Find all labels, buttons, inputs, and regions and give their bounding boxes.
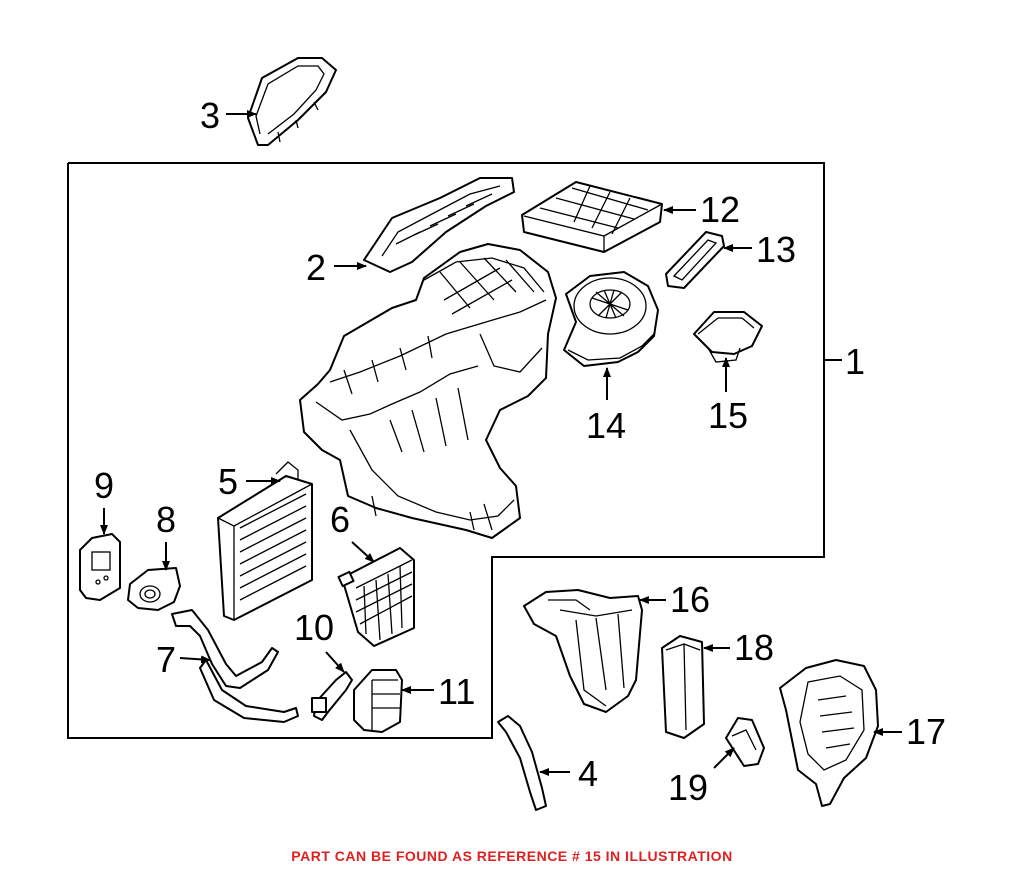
callout-4: 4 <box>578 753 598 794</box>
part-7-hose <box>171 609 299 723</box>
callout-8: 8 <box>156 499 176 540</box>
part-10-sensor <box>311 671 353 721</box>
part-12-filter <box>521 181 663 253</box>
callout-13: 13 <box>756 229 796 270</box>
callout-5: 5 <box>218 461 238 502</box>
assembly-frame <box>67 162 825 739</box>
callout-1: 1 <box>845 341 865 382</box>
part-15-resistor <box>693 311 763 363</box>
callout-18: 18 <box>734 627 774 668</box>
part-8-actuator <box>127 567 181 611</box>
callout-11: 11 <box>438 671 475 712</box>
part-9-control-unit <box>79 533 121 601</box>
part-16-rear-housing <box>523 589 643 713</box>
part-5-evaporator <box>217 461 313 621</box>
part-2-duct <box>363 177 515 273</box>
part-13-small-filter <box>665 231 725 289</box>
callout-10: 10 <box>294 607 334 648</box>
callout-7: 7 <box>156 639 176 680</box>
callout-12: 12 <box>700 189 740 230</box>
part-11-module <box>353 669 403 733</box>
callout-19: 19 <box>668 767 708 808</box>
reference-caption: PART CAN BE FOUND AS REFERENCE # 15 IN I… <box>291 848 733 864</box>
part-1-hvac-housing <box>299 243 557 539</box>
part-17-rear-blower <box>779 659 879 807</box>
part-18-rear-filter <box>661 635 705 739</box>
callout-14: 14 <box>586 405 626 446</box>
callout-6: 6 <box>330 499 350 540</box>
callout-2: 2 <box>306 247 326 288</box>
callout-16: 16 <box>670 579 710 620</box>
callout-15: 15 <box>708 395 748 436</box>
part-14-blower-motor <box>563 271 659 367</box>
callout-17: 17 <box>906 711 946 752</box>
part-6-heater-core <box>337 547 415 647</box>
leader-lines <box>100 110 902 776</box>
callout-9: 9 <box>94 465 114 506</box>
part-3-gasket <box>247 57 337 146</box>
part-4-drain-tube <box>497 715 547 811</box>
part-19-connector <box>725 717 765 767</box>
callout-3: 3 <box>200 95 220 136</box>
